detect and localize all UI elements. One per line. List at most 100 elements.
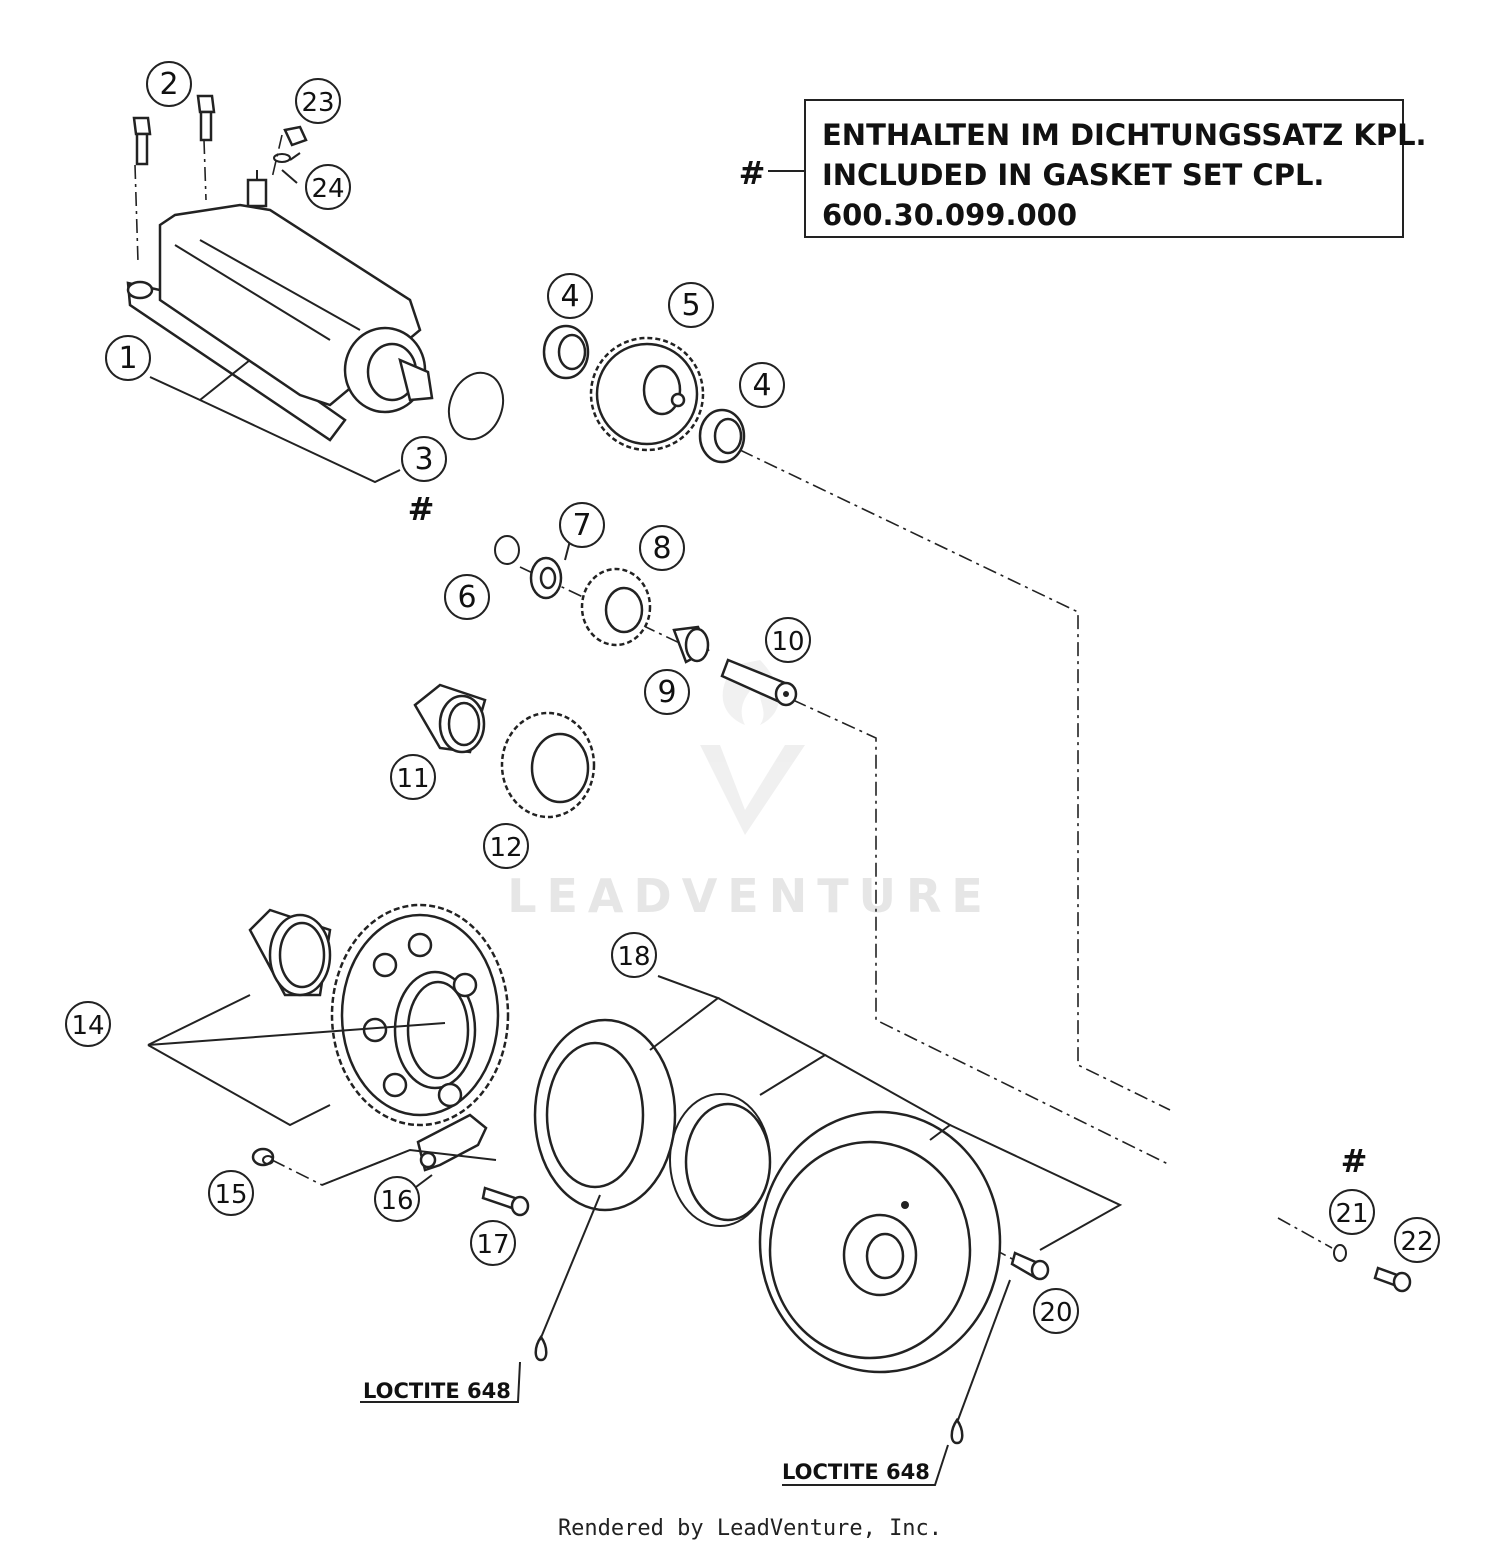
callout-number: 2 [159, 67, 178, 102]
loctite-drop-1 [534, 1334, 548, 1362]
callout-number: 3 [414, 442, 433, 477]
bearing-4-right [698, 408, 746, 464]
callout-circle [1033, 1288, 1079, 1334]
callout-number: 14 [71, 1011, 104, 1041]
loctite-label-1: LOCTITE 648 [363, 1379, 511, 1403]
screw-17 [481, 1186, 530, 1217]
callout-7: 7 [559, 502, 605, 548]
callout-number: 6 [457, 580, 476, 615]
callout-number: 15 [214, 1180, 247, 1210]
callout-11: 11 [390, 754, 436, 800]
callout-circle [1394, 1217, 1440, 1263]
callout-circle [483, 823, 529, 869]
callout-23: 23 [295, 78, 341, 124]
loctite-drop-2 [950, 1417, 964, 1445]
callout-1: 1 [105, 335, 151, 381]
hash-mark-21: # [1341, 1142, 1368, 1180]
washer-21 [1333, 1244, 1347, 1262]
callout-9: 9 [644, 669, 690, 715]
callout-circle [305, 164, 351, 210]
loctite-label-2: LOCTITE 648 [782, 1460, 930, 1484]
callout-circle [390, 754, 436, 800]
callout-circle [208, 1170, 254, 1216]
gear-12 [500, 711, 596, 819]
bearing-sleeve-11 [413, 683, 487, 754]
screw-22 [1373, 1266, 1412, 1293]
callout-circle [105, 335, 151, 381]
callout-number: 5 [681, 288, 700, 323]
callout-circle [374, 1176, 420, 1222]
callout-16: 16 [374, 1176, 420, 1222]
needle-bearing-9 [672, 625, 710, 664]
callout-number: 7 [572, 508, 591, 543]
callout-circle [739, 362, 785, 408]
callout-circle [1329, 1189, 1375, 1235]
callout-14: 14 [65, 1001, 111, 1047]
o-ring-3 [447, 371, 505, 441]
callout-circle [146, 61, 192, 107]
callout-2: 2 [146, 61, 192, 107]
callout-4: 4 [547, 273, 593, 319]
callout-15: 15 [208, 1170, 254, 1216]
starter-gear-14 [330, 903, 510, 1127]
sleeve-14 [248, 908, 332, 997]
callout-number: 20 [1039, 1298, 1072, 1328]
callout-number: 4 [752, 368, 771, 403]
circlip-6 [494, 535, 520, 565]
callout-number: 24 [311, 174, 344, 204]
callout-5: 5 [668, 282, 714, 328]
callout-circle [401, 436, 447, 482]
callout-circle [295, 78, 341, 124]
callout-circle [547, 273, 593, 319]
callout-number: 9 [657, 675, 676, 710]
callout-4: 4 [739, 362, 785, 408]
bolt-2 [132, 94, 216, 166]
pin-15 [251, 1147, 275, 1167]
callout-10: 10 [765, 617, 811, 663]
rotor-18 [758, 1110, 1002, 1374]
callout-21: 21 [1329, 1189, 1375, 1235]
callout-17: 17 [470, 1220, 516, 1266]
callout-circle [644, 669, 690, 715]
callout-circle [668, 282, 714, 328]
callout-circle [444, 574, 490, 620]
callout-6: 6 [444, 574, 490, 620]
callout-number: 11 [396, 764, 429, 794]
callout-18: 18 [611, 932, 657, 978]
callout-circle [470, 1220, 516, 1266]
screw-20 [1010, 1251, 1050, 1281]
callout-24: 24 [305, 164, 351, 210]
gear-5 [589, 336, 705, 452]
hash-mark-3: # [408, 490, 435, 528]
note-hash-symbol: # [739, 154, 766, 192]
note-part-number: 600.30.099.000 [822, 198, 1078, 232]
callout-number: 10 [771, 627, 804, 657]
shaft-10 [720, 658, 798, 707]
callout-number: 18 [617, 942, 650, 972]
callout-circle [639, 525, 685, 571]
callout-number: 23 [301, 88, 334, 118]
callout-number: 8 [652, 531, 671, 566]
note-line-english: INCLUDED IN GASKET SET CPL. [822, 158, 1325, 192]
callout-number: 12 [489, 833, 522, 863]
callout-22: 22 [1394, 1217, 1440, 1263]
callout-number: 17 [476, 1230, 509, 1260]
callout-3: 3 [401, 436, 447, 482]
callout-20: 20 [1033, 1288, 1079, 1334]
note-line-german: ENTHALTEN IM DICHTUNGSSATZ KPL. [822, 118, 1427, 152]
bearing-4-left [542, 324, 590, 380]
callout-circle [65, 1001, 111, 1047]
callout-12: 12 [483, 823, 529, 869]
callout-number: 1 [118, 341, 137, 376]
callout-number: 4 [560, 279, 579, 314]
freewheel-ring-18 [533, 1018, 772, 1227]
gear-8 [580, 567, 652, 647]
callout-number: 22 [1400, 1227, 1433, 1257]
callout-8: 8 [639, 525, 685, 571]
gasket-set-note: ENTHALTEN IM DICHTUNGSSATZ KPL. INCLUDED… [804, 99, 1427, 238]
starter-motor [126, 170, 434, 442]
callout-circle [611, 932, 657, 978]
watermark-text: LEADVENTURE [507, 869, 993, 923]
